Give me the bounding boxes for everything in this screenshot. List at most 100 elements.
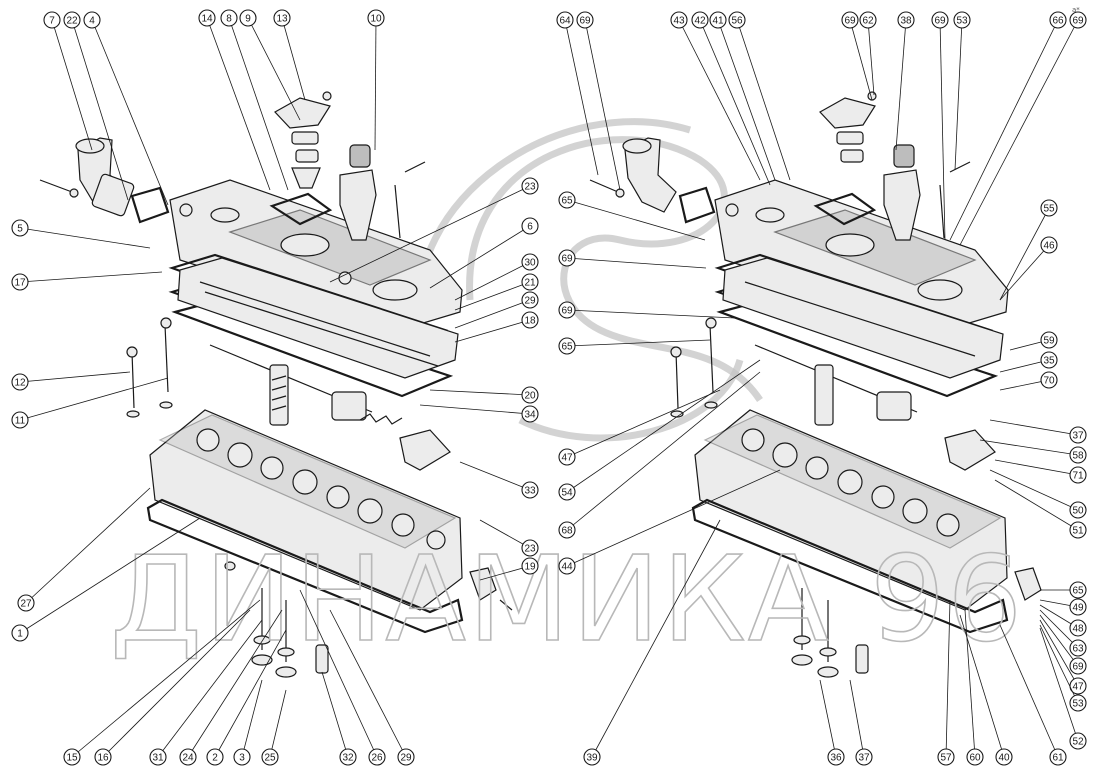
callout-circle (1040, 331, 1058, 349)
leader-line (566, 309, 736, 319)
callout-number: 36 (830, 753, 842, 764)
leader-line (989, 469, 1079, 511)
callout-3: 3 (233, 679, 263, 766)
callout-47: 47 (1039, 619, 1087, 695)
callout-circle (931, 11, 949, 29)
leader-line (999, 244, 1050, 301)
callout-circle (1069, 581, 1087, 599)
callout-circle (1069, 501, 1087, 519)
callout-number: 69 (1072, 16, 1084, 27)
callout-circle (1069, 446, 1087, 464)
callout-circle (273, 9, 291, 27)
callout-number: 31 (152, 753, 164, 764)
callout-29: 29 (454, 291, 539, 329)
callout-number: 48 (1072, 624, 1084, 635)
gasket-4 (130, 186, 170, 224)
callout-circle (11, 273, 29, 291)
callout-number: 23 (524, 544, 536, 555)
callout-58: 58 (979, 439, 1087, 464)
callout-circle (576, 11, 594, 29)
callout-71: 71 (994, 459, 1087, 484)
callout-circle (11, 624, 29, 642)
callout-62: 62 (859, 11, 877, 96)
callout-number: 68 (561, 526, 573, 537)
callout-circle (521, 273, 539, 291)
callout-circle (558, 448, 576, 466)
callout-69: 69 (959, 11, 1087, 246)
callout-number: 9 (245, 14, 251, 25)
callout-number: 66 (1052, 16, 1064, 27)
callout-circle (63, 748, 81, 766)
callout-number: 61 (1052, 753, 1064, 764)
leader-line (566, 257, 707, 269)
callout-26: 26 (299, 589, 386, 766)
callout-circle (521, 386, 539, 404)
callout-number: 40 (998, 753, 1010, 764)
callout-number: 14 (201, 14, 213, 25)
callout-12: 12 (11, 371, 131, 391)
callout-number: 51 (1072, 526, 1084, 537)
leader-line (269, 689, 287, 758)
leader-line (678, 19, 761, 181)
leader-line (867, 19, 875, 96)
callout-number: 16 (97, 753, 109, 764)
callout-11: 11 (11, 377, 169, 429)
callout-number: 7 (49, 16, 55, 27)
callout-31: 31 (149, 619, 263, 766)
callout-number: 69 (561, 306, 573, 317)
leader-line (959, 19, 1079, 246)
callout-66: 66 (949, 11, 1067, 241)
callout-circle (521, 177, 539, 195)
leader-line (329, 609, 407, 758)
callout-38: 38 (895, 11, 915, 151)
callout-circle (397, 748, 415, 766)
callout-36: 36 (819, 679, 845, 766)
callout-circle (149, 748, 167, 766)
callout-65: 65 (1040, 581, 1087, 599)
leader-line (71, 599, 261, 758)
callout-47: 47 (558, 389, 721, 466)
leader-line (736, 19, 791, 181)
callout-circle (206, 748, 224, 766)
callout-number: 65 (1072, 586, 1084, 597)
leader-line (429, 225, 531, 289)
callout-10: 10 (367, 9, 385, 151)
callout-circle (728, 11, 746, 29)
callout-circle (1069, 598, 1087, 616)
callout-18: 18 (454, 311, 539, 343)
leader-line (566, 469, 781, 567)
leader-line (19, 227, 151, 249)
callout-circle (1040, 236, 1058, 254)
callout-circle (1069, 466, 1087, 484)
rocker-shaft (209, 344, 451, 471)
callout-number: 6 (527, 222, 533, 233)
left-assembly (39, 91, 513, 678)
callout-number: 19 (524, 562, 536, 573)
leader-line (584, 19, 621, 191)
leader-line (374, 17, 377, 151)
callout-number: 39 (586, 753, 598, 764)
callout-number: 37 (858, 753, 870, 764)
callout-5: 5 (11, 219, 151, 249)
callout-circle (558, 521, 576, 539)
leader-line (454, 299, 531, 329)
callout-circle (1069, 426, 1087, 444)
callout-circle (558, 249, 576, 267)
callout-circle (11, 373, 29, 391)
callout-circle (521, 405, 539, 423)
callout-number: 47 (561, 453, 573, 464)
callout-number: 69 (934, 16, 946, 27)
leader-line (994, 459, 1079, 476)
leader-line (329, 185, 531, 283)
leader-line (979, 439, 1079, 456)
callout-17: 17 (11, 271, 163, 291)
leader-line (157, 619, 263, 758)
callout-circle (1069, 11, 1087, 29)
callout-number: 5 (17, 224, 23, 235)
leader-line (566, 389, 721, 458)
leader-line (206, 17, 271, 191)
callout-46: 46 (999, 236, 1058, 301)
callout-number: 62 (862, 16, 874, 27)
callout-29: 29 (329, 609, 415, 766)
